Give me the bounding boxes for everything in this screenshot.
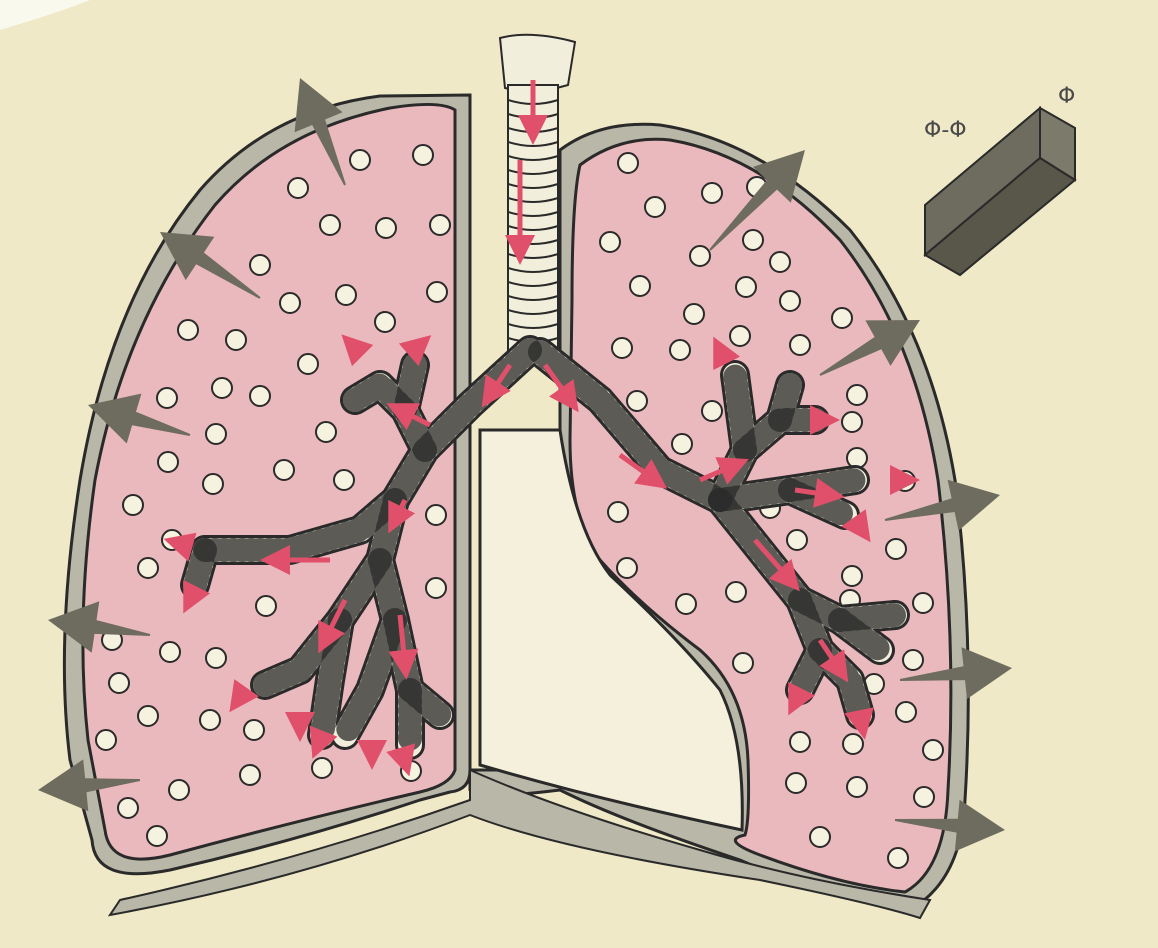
- alveolus: [316, 422, 336, 442]
- alveolus: [157, 388, 177, 408]
- alveolus: [212, 378, 232, 398]
- alveolus: [612, 338, 632, 358]
- airflow-arrow: [860, 715, 862, 725]
- bronchus-rings: [195, 550, 205, 585]
- alveolus: [334, 470, 354, 490]
- alveolus: [600, 232, 620, 252]
- alveolus: [312, 758, 332, 778]
- alveolus: [896, 702, 916, 722]
- bronchus-rings: [780, 385, 790, 420]
- alveolus: [123, 495, 143, 515]
- alveolus: [200, 710, 220, 730]
- alveolus: [736, 277, 756, 297]
- alveolus: [280, 293, 300, 313]
- alveolus: [288, 178, 308, 198]
- alveolus: [240, 765, 260, 785]
- alveolus: [670, 340, 690, 360]
- alveolus: [726, 582, 746, 602]
- alveolus: [888, 848, 908, 868]
- alveolus: [206, 424, 226, 444]
- alveolus: [690, 246, 710, 266]
- alveolus: [336, 285, 356, 305]
- alveolus: [847, 777, 867, 797]
- alveolus: [158, 452, 178, 472]
- alveolus: [847, 448, 867, 468]
- alveolus: [226, 330, 246, 350]
- alveolus: [786, 773, 806, 793]
- alveolus: [645, 197, 665, 217]
- alveolus: [780, 291, 800, 311]
- alveolus: [147, 826, 167, 846]
- alveolus: [413, 145, 433, 165]
- alveolus: [810, 827, 830, 847]
- alveolus: [160, 642, 180, 662]
- alveolus: [923, 740, 943, 760]
- alveolus: [733, 653, 753, 673]
- alveolus: [320, 215, 340, 235]
- alveolus: [743, 230, 763, 250]
- alveolus: [203, 474, 223, 494]
- alveolus: [790, 335, 810, 355]
- alveolus: [608, 502, 628, 522]
- alveolus: [702, 183, 722, 203]
- alveolus: [138, 558, 158, 578]
- alveolus: [169, 780, 189, 800]
- alveolus: [903, 650, 923, 670]
- alveolus: [244, 720, 264, 740]
- alveolus: [298, 354, 318, 374]
- alveolus: [676, 594, 696, 614]
- alveolus: [250, 386, 270, 406]
- alveolus: [250, 255, 270, 275]
- alveolus: [375, 312, 395, 332]
- alveolus: [256, 596, 276, 616]
- alveolus: [401, 761, 421, 781]
- alveolus: [847, 385, 867, 405]
- legend-label-phi-minus-phi: Φ-Φ: [924, 118, 967, 143]
- bronchus-rings: [405, 365, 415, 410]
- bronchus-rings: [735, 375, 745, 450]
- alveolus: [430, 215, 450, 235]
- alveolus: [790, 732, 810, 752]
- alveolus: [684, 304, 704, 324]
- alveolus: [843, 734, 863, 754]
- alveolus: [832, 308, 852, 328]
- alveolus: [842, 566, 862, 586]
- alveolus: [162, 530, 182, 550]
- alveolus: [617, 558, 637, 578]
- alveolus: [618, 153, 638, 173]
- legend-label-phi: Φ: [1058, 84, 1075, 109]
- airflow-arrow: [402, 752, 405, 762]
- alveolus: [630, 276, 650, 296]
- alveolus: [730, 326, 750, 346]
- alveolus: [787, 530, 807, 550]
- alveolus: [702, 401, 722, 421]
- alveolus: [427, 282, 447, 302]
- alveolus: [274, 460, 294, 480]
- airflow-arrow: [178, 543, 185, 545]
- alveolus: [376, 218, 396, 238]
- alveolus: [350, 150, 370, 170]
- alveolus: [96, 730, 116, 750]
- alveolus: [206, 648, 226, 668]
- alveolus: [886, 539, 906, 559]
- alveolus: [914, 787, 934, 807]
- alveolus: [178, 320, 198, 340]
- alveolus: [672, 434, 692, 454]
- alveolus: [842, 412, 862, 432]
- alveolus: [426, 505, 446, 525]
- alveolus: [913, 593, 933, 613]
- alveolus: [770, 252, 790, 272]
- alveolus: [138, 706, 158, 726]
- alveolus: [109, 673, 129, 693]
- alveolus: [627, 391, 647, 411]
- alveolus: [426, 578, 446, 598]
- alveolus: [118, 798, 138, 818]
